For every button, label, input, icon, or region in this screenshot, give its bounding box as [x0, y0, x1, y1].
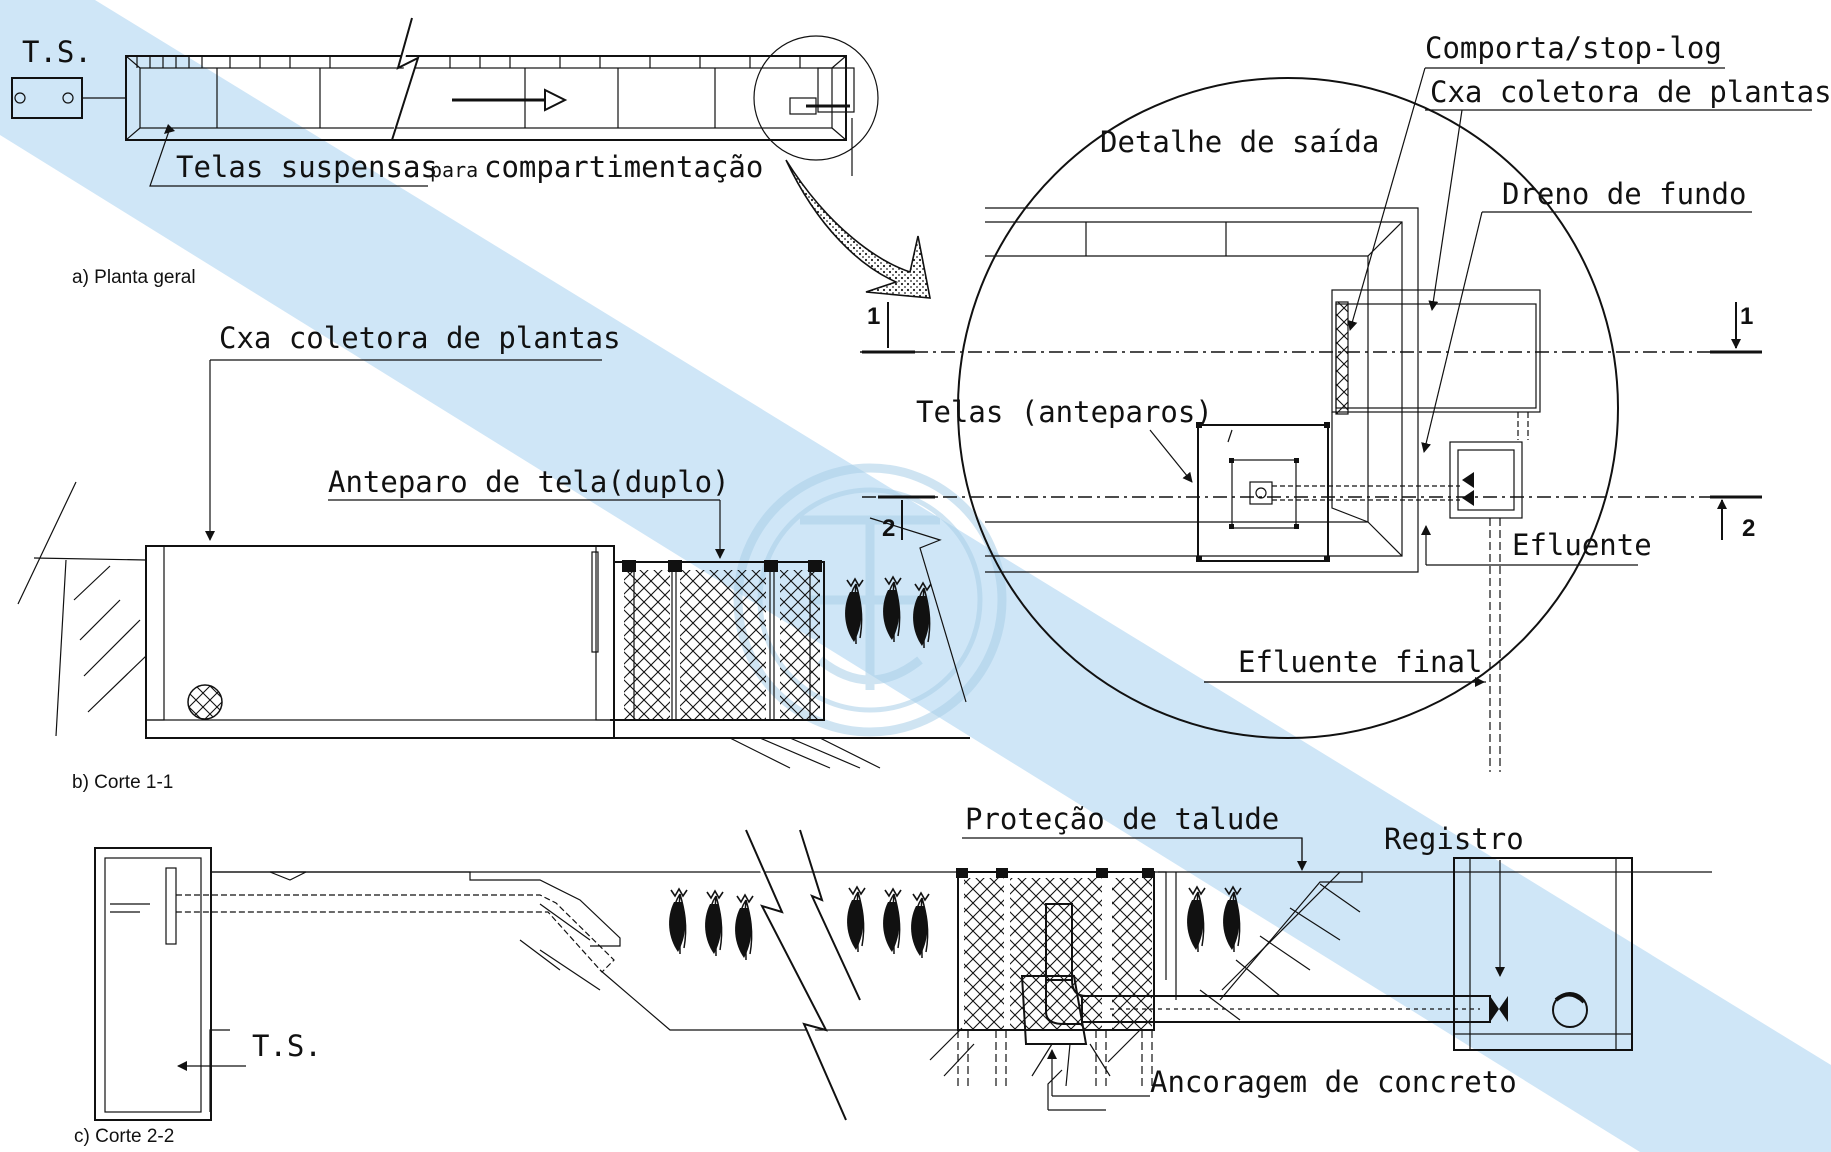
detail-callout-circle — [753, 35, 879, 161]
plan-channel — [125, 55, 847, 141]
section-1-1: Cxa coletora de plantas Anteparo de tela… — [17, 321, 970, 793]
screens-leader — [149, 127, 428, 187]
detail-view: Detalhe de saída Comporta/stop-log Cxa c… — [860, 31, 1831, 772]
plant-icon — [704, 890, 724, 957]
valve-icon — [1462, 472, 1474, 506]
slope-label: Proteção de talude — [965, 802, 1279, 836]
section1-collector-label: Cxa coletora de plantas — [219, 321, 621, 355]
valve-icon — [1490, 996, 1508, 1022]
section1-screen-label: Anteparo de tela(duplo) — [328, 465, 730, 499]
detail-pointer-arrow-icon — [785, 159, 931, 299]
section1-caption: b) Corte 1-1 — [72, 772, 173, 793]
plant-icon — [668, 888, 688, 955]
plant-icon — [882, 888, 902, 955]
section-2-2: Proteção de talude Registro T.S. — [74, 802, 1712, 1147]
section2-caption: c) Corte 2-2 — [74, 1126, 174, 1147]
final-effluent-label: Efluente final — [1238, 645, 1482, 679]
sec2-right-tag: 2 — [1742, 515, 1755, 542]
concrete-anchor — [1020, 975, 1088, 1045]
stoplog-gate — [1335, 301, 1349, 415]
stoplog-label: Comporta/stop-log — [1425, 31, 1722, 65]
plant-icon — [910, 892, 930, 959]
plan-view: T.S. Telas suspensas para compartimentaç… — [11, 17, 879, 288]
plant-icon — [1186, 886, 1206, 953]
screen-box — [1197, 424, 1329, 562]
plant-icon — [846, 886, 866, 953]
anchor-label: Ancoragem de concreto — [1150, 1065, 1517, 1099]
effluent-box — [1449, 441, 1523, 519]
detail-screens-label: Telas (anteparos) — [916, 395, 1213, 429]
detail-collector-label: Cxa coletora de plantas — [1430, 75, 1831, 109]
sec1-right-tag: 1 — [1740, 303, 1753, 330]
ts-tank-section — [94, 847, 212, 1121]
detail-circle — [957, 77, 1619, 739]
sec2-left-tag: 2 — [882, 515, 895, 542]
sec1-left-tag: 1 — [867, 303, 880, 330]
effluent-label: Efluente — [1512, 528, 1652, 562]
plan-screens-label: Telas suspensas — [176, 150, 438, 184]
section2-ts-label: T.S. — [252, 1029, 322, 1063]
plan-ts-label: T.S. — [22, 35, 92, 69]
plan-caption: a) Planta geral — [72, 267, 196, 288]
plant-icon — [734, 894, 754, 961]
drain-label: Dreno de fundo — [1502, 177, 1746, 211]
plan-screens-tail: compartimentação — [484, 150, 763, 184]
detail-title: Detalhe de saída — [1100, 125, 1379, 159]
drain-pipe-section — [187, 684, 223, 720]
plan-screens-para: para — [430, 158, 478, 182]
valve-label: Registro — [1384, 822, 1524, 856]
